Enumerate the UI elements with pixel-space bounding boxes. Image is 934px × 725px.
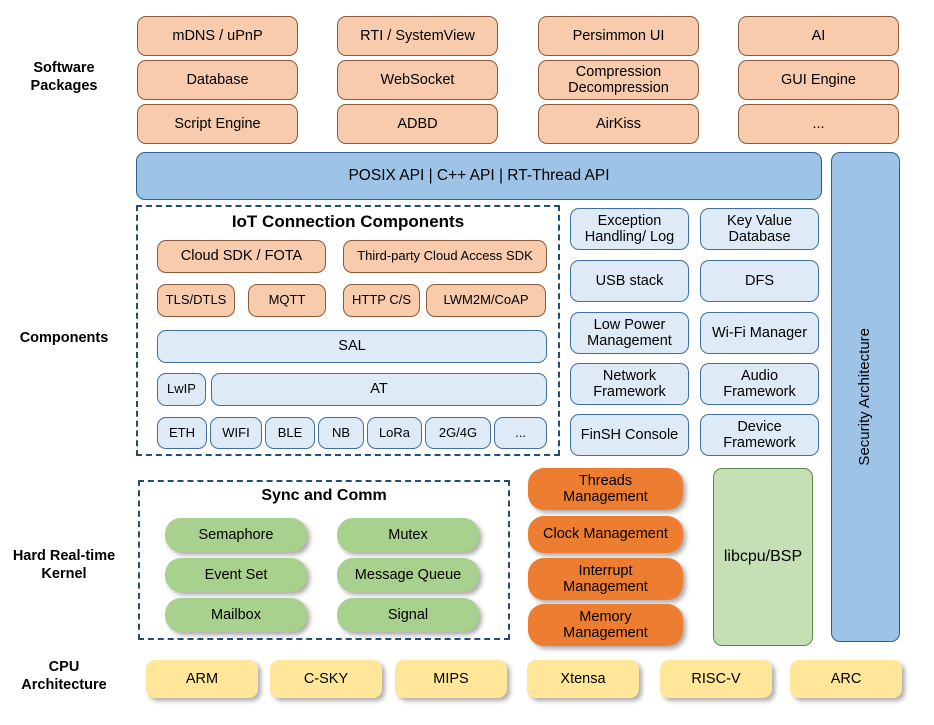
cpu-arch-box[interactable]: MIPS — [395, 660, 507, 698]
iot-box[interactable]: Cloud SDK / FOTA — [157, 240, 326, 273]
security-architecture-bar[interactable]: Security Architecture — [831, 152, 900, 642]
component-box[interactable]: Exception Handling/ Log — [570, 208, 689, 250]
iot-box[interactable]: TLS/DTLS — [157, 284, 235, 317]
cpu-arch-box[interactable]: C-SKY — [270, 660, 382, 698]
sync-comm-box[interactable]: Event Set — [165, 558, 307, 592]
component-box[interactable]: Wi-Fi Manager — [700, 312, 819, 354]
iot-box[interactable]: HTTP C/S — [343, 284, 420, 317]
row-label-components: Components — [19, 329, 109, 346]
link-box[interactable]: NB — [318, 417, 364, 449]
sync-comm-title: Sync and Comm — [261, 487, 387, 504]
component-box[interactable]: Audio Framework — [700, 363, 819, 405]
package-box[interactable]: mDNS / uPnP — [137, 16, 298, 56]
link-box[interactable]: ETH — [157, 417, 207, 449]
component-box[interactable]: USB stack — [570, 260, 689, 302]
component-box[interactable]: Network Framework — [570, 363, 689, 405]
kernel-management-box[interactable]: Clock Management — [528, 516, 683, 553]
kernel-management-box[interactable]: Interrupt Management — [528, 558, 683, 600]
link-box[interactable]: WIFI — [210, 417, 262, 449]
package-box[interactable]: AI — [738, 16, 899, 56]
iot-box[interactable]: MQTT — [248, 284, 326, 317]
sync-comm-box[interactable]: Message Queue — [337, 558, 479, 592]
package-box[interactable]: ADBD — [337, 104, 498, 144]
row-label-cpu-architecture: CPU Architecture — [21, 658, 107, 693]
at-box[interactable]: AT — [211, 373, 547, 406]
cpu-arch-box[interactable]: RISC-V — [660, 660, 772, 698]
component-box[interactable]: FinSH Console — [570, 414, 689, 456]
package-box[interactable]: Database — [137, 60, 298, 100]
package-box[interactable]: Script Engine — [137, 104, 298, 144]
component-box[interactable]: Low Power Management — [570, 312, 689, 354]
package-box[interactable]: AirKiss — [538, 104, 699, 144]
api-bar[interactable]: POSIX API | C++ API | RT-Thread API — [136, 152, 822, 200]
row-label-software-packages: Software Packages — [30, 59, 98, 94]
link-box[interactable]: BLE — [265, 417, 315, 449]
iot-box[interactable]: Third-party Cloud Access SDK — [343, 240, 547, 273]
package-box[interactable]: ... — [738, 104, 899, 144]
package-box[interactable]: Compression Decompression — [538, 60, 699, 100]
sync-comm-box[interactable]: Mailbox — [165, 598, 307, 632]
component-box[interactable]: DFS — [700, 260, 819, 302]
sal-box[interactable]: SAL — [157, 330, 547, 363]
component-box[interactable]: Key Value Database — [700, 208, 819, 250]
package-box[interactable]: Persimmon UI — [538, 16, 699, 56]
package-box[interactable]: WebSocket — [337, 60, 498, 100]
package-box[interactable]: RTI / SystemView — [337, 16, 498, 56]
cpu-arch-box[interactable]: ARM — [146, 660, 258, 698]
row-label-kernel: Hard Real-time Kernel — [12, 547, 116, 582]
link-box[interactable]: ... — [494, 417, 547, 449]
kernel-management-box[interactable]: Threads Management — [528, 468, 683, 510]
security-architecture-label: Security Architecture — [856, 328, 874, 466]
lwip-box[interactable]: LwIP — [157, 373, 206, 406]
iot-box[interactable]: LWM2M/CoAP — [426, 284, 546, 317]
libcpu-bsp-box[interactable]: libcpu/BSP — [713, 468, 813, 646]
sync-comm-box[interactable]: Mutex — [337, 518, 479, 552]
iot-group-title: IoT Connection Components — [231, 212, 465, 231]
sync-comm-box[interactable]: Semaphore — [165, 518, 307, 552]
sync-comm-box[interactable]: Signal — [337, 598, 479, 632]
component-box[interactable]: Device Framework — [700, 414, 819, 456]
kernel-management-box[interactable]: Memory Management — [528, 604, 683, 646]
cpu-arch-box[interactable]: Xtensa — [527, 660, 639, 698]
cpu-arch-box[interactable]: ARC — [790, 660, 902, 698]
link-box[interactable]: LoRa — [367, 417, 422, 449]
package-box[interactable]: GUI Engine — [738, 60, 899, 100]
link-box[interactable]: 2G/4G — [425, 417, 491, 449]
